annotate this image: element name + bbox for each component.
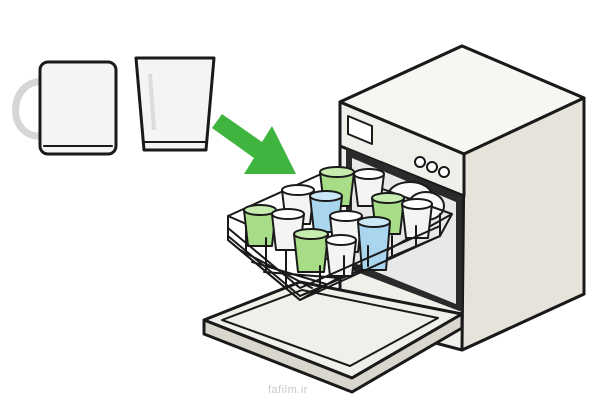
cup-green-3 <box>243 204 277 247</box>
watermark: fafilm.ir <box>268 384 308 396</box>
mug-icon <box>12 60 118 156</box>
rack-with-cups <box>227 166 453 301</box>
arrow-icon <box>212 114 296 174</box>
cup-white-3 <box>401 198 433 239</box>
glass-icon <box>134 56 216 152</box>
cup-green-4 <box>293 228 329 273</box>
